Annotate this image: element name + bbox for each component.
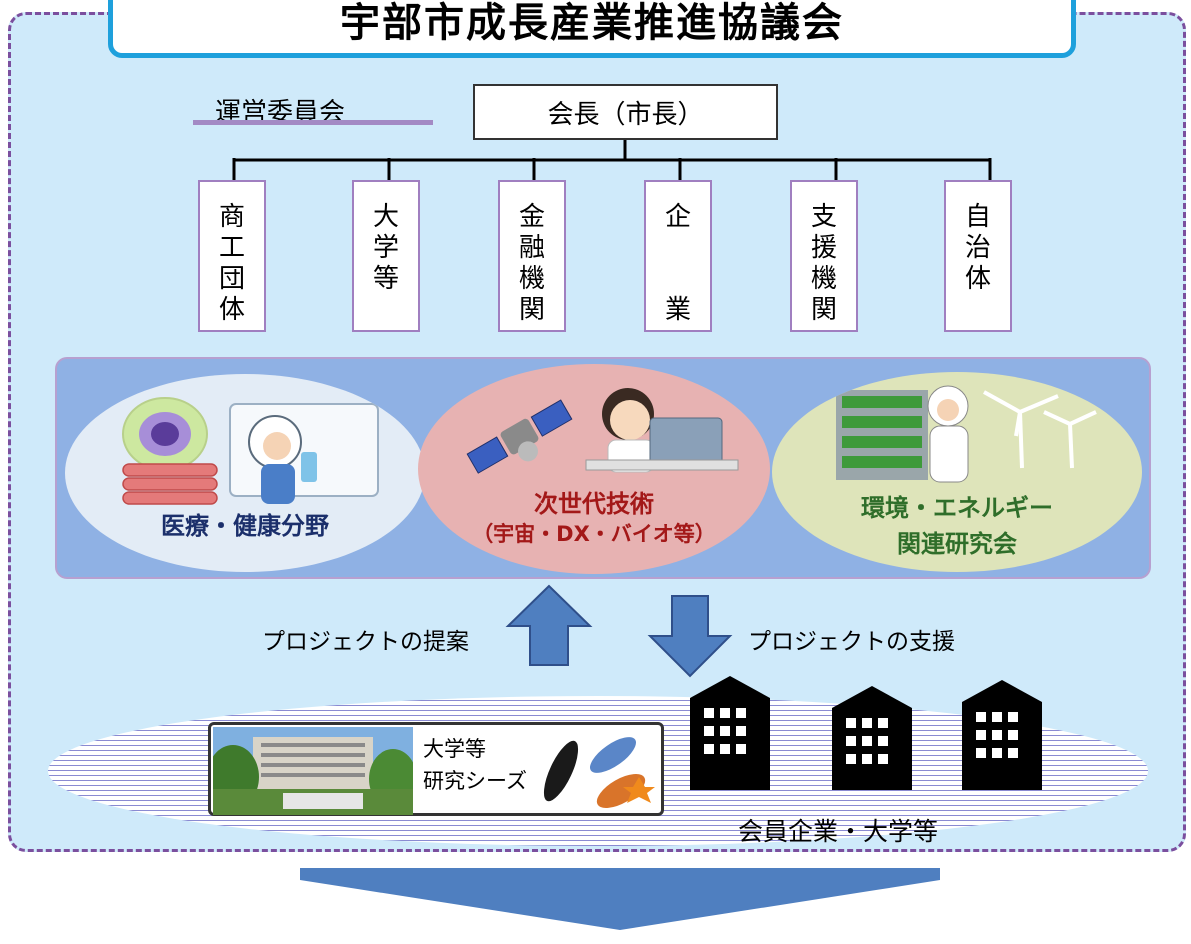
- member-char: 融: [518, 233, 545, 263]
- member-commerce-groups: 商工団体: [198, 180, 266, 332]
- member-char: 機: [810, 264, 837, 294]
- member-companies: 企業: [644, 180, 712, 332]
- support-down-arrow: [647, 595, 733, 678]
- member-char: 工: [218, 233, 245, 263]
- member-char: 金: [518, 202, 545, 232]
- member-char: 関: [810, 295, 837, 325]
- nextgen-field-oval: 次世代技術 （宇宙・DX・バイオ等）: [418, 364, 770, 574]
- research-seeds-box: 大学等 研究シーズ: [208, 722, 664, 816]
- member-char: 商: [218, 202, 245, 232]
- environment-field-label: 環境・エネルギー: [861, 494, 1053, 522]
- medical-illustration: [122, 397, 379, 505]
- environment-field-oval: 環境・エネルギー 関連研究会: [772, 372, 1142, 572]
- member-char: 団: [218, 264, 245, 294]
- university-photo: [213, 727, 413, 815]
- committee-underline: [193, 120, 433, 125]
- environment-field-label-2: 関連研究会: [897, 530, 1017, 558]
- member-char: 機: [518, 264, 545, 294]
- member-char: 自: [964, 202, 991, 232]
- member-char: 体: [964, 264, 991, 294]
- chair-box: 会長（市長）: [473, 84, 778, 140]
- member-char: 業: [664, 295, 691, 325]
- member-char: 支: [810, 202, 837, 232]
- nextgen-field-label: 次世代技術: [534, 490, 654, 518]
- member-char: 治: [964, 233, 991, 263]
- big-down-arrow: [300, 868, 940, 930]
- member-char: 援: [810, 233, 837, 263]
- building-icon-3: [962, 680, 1042, 790]
- nextgen-field-sublabel: （宇宙・DX・バイオ等）: [472, 522, 716, 546]
- seeds-label-1: 大学等: [423, 737, 486, 761]
- member-buildings: [690, 676, 1042, 790]
- support-label: プロジェクトの支援: [748, 629, 955, 655]
- member-char: 等: [372, 264, 399, 294]
- medical-field-label: 医療・健康分野: [161, 512, 329, 540]
- council-title: 宇部市成長産業推進協議会: [108, 0, 1076, 58]
- environment-illustration: [836, 385, 1097, 483]
- members-label: 会員企業・大学等: [738, 817, 939, 846]
- building-icon-1: [690, 676, 770, 790]
- proposal-up-arrow: [505, 584, 593, 666]
- member-char: 企: [664, 202, 691, 232]
- member-char: 大: [372, 202, 399, 232]
- member-financial-institutions: 金融機関: [498, 180, 566, 332]
- building-icon-2: [832, 686, 912, 790]
- proposal-label: プロジェクトの提案: [262, 629, 469, 655]
- member-universities: 大学等: [352, 180, 420, 332]
- member-char: 学: [372, 233, 399, 263]
- member-local-government: 自治体: [944, 180, 1012, 332]
- member-char: 関: [518, 295, 545, 325]
- seeds-label-2: 研究シーズ: [423, 769, 527, 793]
- nextgen-illustration: [466, 388, 739, 474]
- member-char: 体: [218, 295, 245, 325]
- medical-field-oval: 医療・健康分野: [65, 374, 425, 572]
- seed-icons: [541, 735, 655, 810]
- member-support-organizations: 支援機関: [790, 180, 858, 332]
